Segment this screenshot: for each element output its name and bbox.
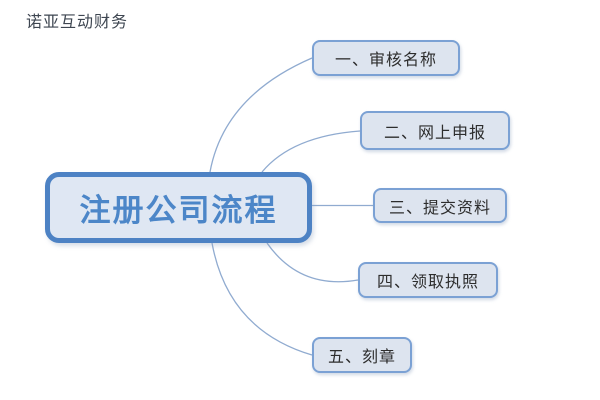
branch-node-1: 一、审核名称 — [312, 40, 460, 76]
brand-text: 诺亚互动财务 — [26, 14, 129, 31]
central-node-label: 注册公司流程 — [79, 193, 278, 228]
connector-branch-2 — [261, 130, 361, 173]
branch-node-4: 四、领取执照 — [358, 262, 498, 298]
branch-node-1-label: 一、审核名称 — [334, 52, 437, 69]
branch-node-5: 五、刻章 — [312, 337, 412, 373]
branch-node-2: 二、网上申报 — [360, 111, 510, 150]
connector-branch-1 — [209, 57, 313, 173]
connector-branch-5 — [211, 242, 313, 356]
branch-node-3: 三、提交资料 — [373, 188, 507, 223]
branch-node-2-label: 二、网上申报 — [383, 124, 486, 142]
branch-node-3-label: 三、提交资料 — [388, 199, 491, 217]
branch-node-4-label: 四、领取执照 — [376, 274, 479, 291]
branch-node-5-label: 五、刻章 — [327, 349, 396, 366]
central-node: 注册公司流程 — [45, 172, 312, 243]
connector-branch-4 — [266, 242, 359, 283]
